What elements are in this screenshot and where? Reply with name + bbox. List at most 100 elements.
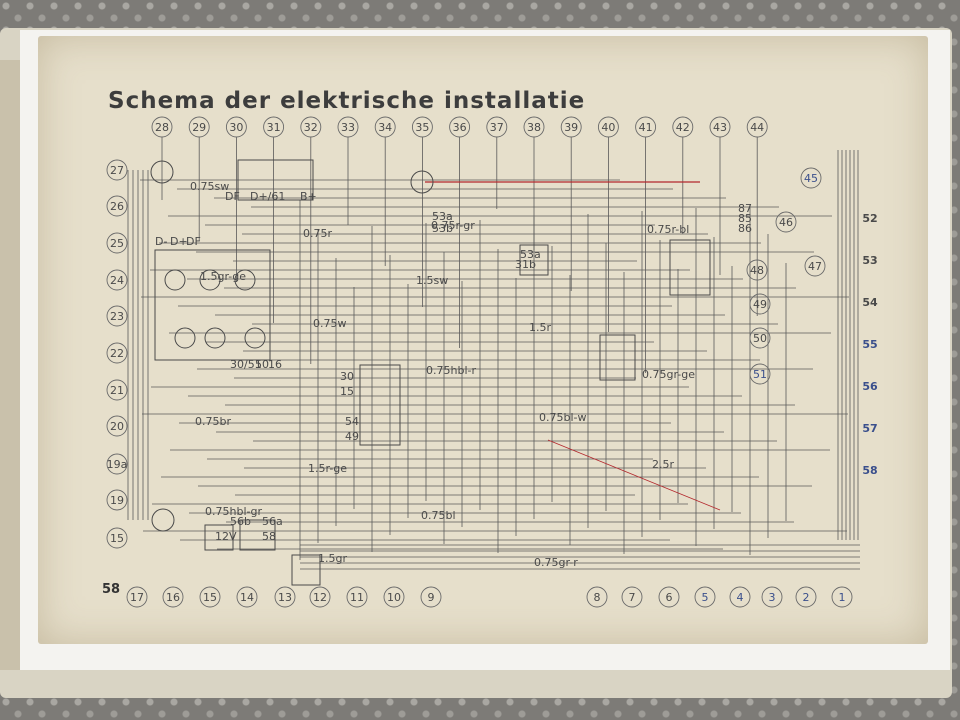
wire-label: 0.75br [195,415,231,428]
callout-bottom-17: 17 [126,586,148,608]
wire-label: 1.5gr-ge [200,270,246,283]
lamp-1 [410,170,434,194]
callout-circle [225,116,247,138]
callout-bottom-5: 5 [694,586,716,608]
callout-right-50: 50 [749,327,771,349]
callout-circle [151,116,173,138]
callout-label: 29 [192,121,206,134]
callout-bottom-2: 2 [795,586,817,608]
callout-top-37: 37 [486,116,508,138]
callout-label: 46 [779,216,793,229]
wire-label: 1.5r [529,321,551,334]
callout-top-40: 40 [597,116,619,138]
callout-label: 34 [378,121,392,134]
callout-bottom-9: 9 [420,586,442,608]
callout-bottom-8: 8 [586,586,608,608]
terminal-label: 15 [340,385,354,398]
edge-number-54: 54 [862,296,878,309]
terminal-label: D- [155,235,167,248]
callout-circle [106,527,128,549]
callout-circle [309,586,331,608]
callout-label: 31 [267,121,281,134]
callout-label: 19a [107,458,128,471]
callout-label: 11 [350,591,364,604]
callout-circle [597,116,619,138]
terminal-label: 30/51 [230,358,262,371]
callout-label: 32 [304,121,318,134]
terminal-label: 56a [262,515,283,528]
callout-top-42: 42 [672,116,694,138]
callout-label: 24 [110,274,124,287]
callout-circle [274,586,296,608]
callout-circle [106,159,128,181]
terminal-label: 53a [432,210,453,223]
callout-left-24: 24 [106,269,128,291]
terminal-label: 31b [515,258,536,271]
callout-label: 12 [313,591,327,604]
callout-top-32: 32 [300,116,322,138]
callout-label: 47 [808,260,822,273]
component-relay [599,334,636,381]
callout-circle [106,232,128,254]
callout-circle [374,116,396,138]
callout-right-48: 48 [746,259,768,281]
callout-bottom-15: 15 [199,586,221,608]
callout-bottom-10: 10 [383,586,405,608]
callout-circle [658,586,680,608]
callout-top-41: 41 [635,116,657,138]
callout-bottom-6: 6 [658,586,680,608]
callout-circle [411,116,433,138]
terminal-label: 85 [738,212,752,225]
callout-label: 1 [839,591,846,604]
fuse-2 [234,269,256,291]
page-title: Schema der elektrische installatie [108,88,586,114]
callout-label: 7 [629,591,636,604]
component-battery [204,524,234,551]
callout-circle [749,293,771,315]
terminal-label: 50 [255,358,269,371]
callout-circle [621,586,643,608]
callout-top-31: 31 [263,116,285,138]
callout-circle [586,586,608,608]
callout-top-29: 29 [188,116,210,138]
callout-circle [709,116,731,138]
callout-label: 13 [278,591,292,604]
edge-number-53: 53 [862,254,877,267]
edge-number-52: 52 [862,212,877,225]
callout-label: 39 [564,121,578,134]
component-relay-2 [291,554,321,586]
callout-label: 33 [341,121,355,134]
fuse-0 [164,269,186,291]
component-fuse-box [154,249,271,361]
terminal-label: 12V [215,530,237,543]
callout-label: 23 [110,310,124,323]
wire-label: 1.5gr [318,552,347,565]
component-regulator [239,519,276,551]
callout-label: 26 [110,200,124,213]
callout-right-47: 47 [804,255,826,277]
callout-circle [449,116,471,138]
fuse-1 [199,269,221,291]
callout-circle [831,586,853,608]
callout-left-20: 20 [106,415,128,437]
callout-circle [337,116,359,138]
callout-label: 48 [750,264,764,277]
fuse-3 [174,327,196,349]
callout-top-36: 36 [449,116,471,138]
callout-circle [106,379,128,401]
component-relay [669,239,711,296]
callout-bottom-14: 14 [236,586,258,608]
terminal-label: 49 [345,430,359,443]
callout-circle [800,167,822,189]
callout-label: 22 [110,347,124,360]
callout-top-28: 28 [151,116,173,138]
callout-label: 25 [110,237,124,250]
wire-label: 0.75hbl-gr [205,505,262,518]
callout-label: 4 [737,591,744,604]
callout-circle [106,453,128,475]
callout-circle [775,211,797,233]
red-wire [547,439,721,511]
wire-label: 0.75r-gr [431,219,475,232]
callout-label: 30 [229,121,243,134]
